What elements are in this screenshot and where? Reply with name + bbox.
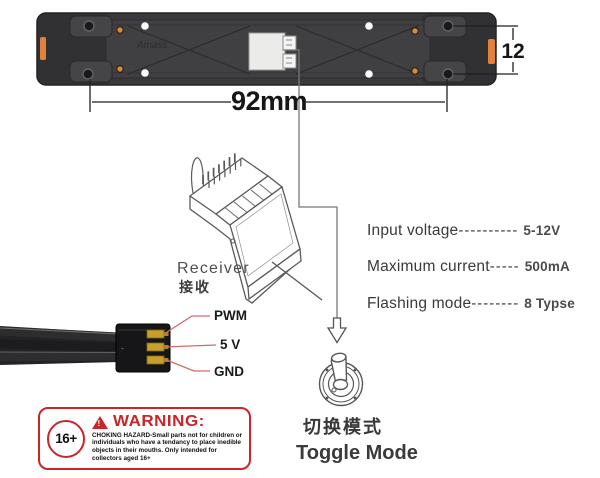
- spec-label: Maximum current: [367, 258, 490, 275]
- toggle-mode-label-en: Toggle Mode: [296, 442, 418, 464]
- receiver-label: Receiver: [177, 260, 250, 277]
- receiver-pins: [202, 153, 242, 188]
- spec-value: 8 Typse: [524, 296, 575, 311]
- warning-triangle-icon: !: [92, 415, 108, 429]
- width-dimension-lines: [89, 79, 448, 112]
- gold-pins: [146, 329, 165, 365]
- screw-dots: [116, 26, 419, 75]
- warning-body-text: CHOKING HAZARD-Small parts not for child…: [92, 431, 243, 462]
- receiver-illustration: [188, 153, 323, 304]
- width-dimension-value: 92mm: [231, 86, 308, 116]
- spec-input-voltage: Input voltage ---------- 5-12V: [367, 222, 560, 240]
- spec-label: Flashing mode: [367, 295, 472, 312]
- spec-max-current: Maximum current ----- 500mA: [367, 258, 570, 276]
- antenna-wire: [271, 261, 323, 301]
- bar-plug-connector: [248, 32, 297, 71]
- left-led-window: [40, 37, 46, 60]
- receiver-label-zh: 接收: [179, 279, 211, 295]
- height-dimension-value: 12: [501, 40, 525, 63]
- servo-cable-illustration: ⌁: [0, 315, 217, 373]
- spec-dashes: -----: [489, 258, 520, 275]
- pin-label-pwm: PWM: [214, 308, 247, 323]
- spec-dashes: ----------: [458, 222, 519, 239]
- light-bar-illustration: Amass: [36, 12, 497, 86]
- led-holes: [141, 22, 373, 78]
- pin-label-gnd: GND: [214, 364, 244, 379]
- spec-label: Input voltage: [367, 222, 459, 239]
- warning-exclamation: !: [97, 418, 101, 428]
- spec-flashing-mode: Flashing mode -------- 8 Typse: [367, 295, 575, 313]
- pin-leader-lines: [163, 315, 217, 372]
- route-line: [283, 49, 348, 344]
- age-badge: 16+: [47, 419, 85, 458]
- connector-logo: ⌁: [121, 346, 124, 352]
- down-arrow-icon: [326, 317, 348, 344]
- pin-label-5v: 5 V: [220, 337, 241, 352]
- warning-label: 16+ ! WARNING: CHOKING HAZARD-Small part…: [38, 407, 251, 470]
- x-brace-pattern: [106, 24, 430, 75]
- right-led-window: [488, 39, 495, 64]
- spec-value: 500mA: [524, 259, 570, 274]
- height-dimension-lines: [453, 25, 518, 75]
- warning-title: WARNING:: [113, 413, 205, 431]
- spec-dashes: --------: [471, 295, 520, 312]
- brand-logo: Amass: [136, 40, 168, 51]
- toggle-mode-label-zh: 切换模式: [303, 417, 383, 437]
- spec-value: 5-12V: [523, 223, 561, 238]
- toggle-switch-illustration: [318, 352, 364, 407]
